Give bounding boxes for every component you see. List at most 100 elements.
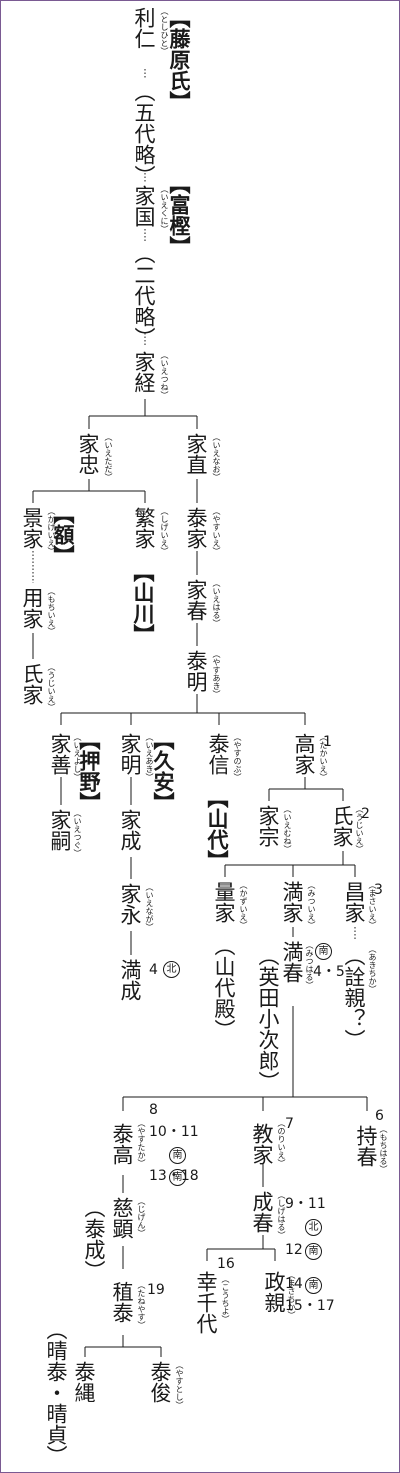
order-tadayasu: 19 — [147, 1282, 165, 1298]
person-mochiie: 用家 — [20, 587, 44, 629]
person-mitsunari: 満成 — [118, 959, 142, 1001]
person-iemune: 家宗 — [256, 805, 280, 847]
order-kochiyo: 16 — [217, 1256, 235, 1272]
person-kageie: 景家 — [20, 507, 44, 549]
north-court-mark: 北 — [305, 1219, 322, 1236]
person-ieharu: 家春 — [184, 579, 208, 621]
person-ietada: 家忠 — [76, 433, 100, 475]
reading-ieharu: （いえはる） — [212, 579, 221, 627]
reading-noriie: （のりいえ） — [277, 1119, 286, 1167]
person-ujiie-nuka: 氏家 — [20, 663, 44, 705]
reading-iemune: （いえむね） — [283, 805, 292, 853]
reading-toshihito: （としひと） — [160, 7, 169, 55]
order-yasutaka-1: 8 — [149, 1102, 158, 1118]
reading-mitsuharu: （みつはる） — [305, 941, 314, 989]
south-court-mark: 南 — [305, 1277, 322, 1294]
person-kochiyo: 幸千代 — [194, 1271, 218, 1334]
reading-takaie: （たかいえ） — [319, 733, 328, 781]
person-toshihito: 利仁 — [132, 7, 156, 49]
reading-shigeharu: （しげはる） — [277, 1191, 286, 1239]
person-yasuaki: 泰明 — [184, 650, 208, 692]
south-court-mark: 南 — [315, 943, 332, 960]
reading-ienaga: （いえなが） — [145, 883, 154, 931]
person-shigeharu: 成春 — [250, 1191, 274, 1233]
order-takaie: 1 — [323, 734, 332, 750]
person-iezune: 家経 — [132, 351, 156, 393]
person-tadayasu: 稙泰 — [110, 1281, 134, 1323]
south-court-mark: 南 — [305, 1243, 322, 1260]
clan-label-yamashiro: 【山代】 — [205, 787, 230, 871]
person-ienao: 家直 — [184, 433, 208, 475]
person-iezen: 家善 — [48, 733, 72, 775]
reading-iezune: （いえつね） — [160, 351, 169, 399]
reading-yasuie: （やすいえ） — [212, 507, 221, 555]
reading-ujiie: （うじいえ） — [355, 805, 364, 853]
person-iekuni: 家国 — [132, 185, 156, 227]
order-mochiharu: 6 — [375, 1108, 384, 1124]
reading-mochiie: （もちいえ） — [47, 587, 56, 635]
person-harusada: （晴泰・晴貞） — [44, 1319, 68, 1466]
south-court-mark: 南 — [169, 1169, 186, 1186]
clan-label-yamakawa: 【山川】 — [131, 561, 156, 645]
order-mitsunari: 4 — [149, 962, 158, 978]
person-yasuie: 泰家 — [184, 507, 208, 549]
person-yasunobu: 泰信 — [206, 733, 230, 775]
person-ienari: 家成 — [118, 809, 142, 851]
order-masachika-2: 15・17 — [285, 1298, 335, 1314]
clan-label-fujiwara: 【藤原氏】 — [167, 7, 192, 112]
reading-ietada: （いえただ） — [104, 433, 113, 481]
reading-mochiharu: （もちはる） — [379, 1125, 388, 1173]
clan-label-togashi: 【富樫】 — [167, 173, 192, 257]
person-yasunawa: 泰縄 — [72, 1361, 96, 1403]
north-court-mark: 北 — [163, 961, 180, 978]
person-masaie: 昌家 — [342, 881, 366, 923]
clan-label-oshino: 【押野】 — [77, 729, 102, 813]
reading-iezen: （いえよし） — [73, 733, 82, 781]
order-noriie: 7 — [285, 1116, 294, 1132]
person-shigeie: 繁家 — [132, 507, 156, 549]
order-yasutaka-2: 10・11 — [149, 1124, 199, 1140]
person-nidairyaku: （二代略） — [132, 243, 156, 348]
person-yasunari: （泰成） — [82, 1197, 106, 1281]
person-noriie: 教家 — [250, 1123, 274, 1165]
note-mitsuharu: （英田小次郎） — [256, 945, 280, 1092]
reading-kochiyo: （こうちよ） — [221, 1275, 230, 1323]
order-ujiie: 2 — [361, 806, 370, 822]
clan-label-nuka: 【額】 — [51, 503, 76, 566]
reading-masachika: （まさちか） — [287, 1271, 296, 1319]
order-shigeharu-2: 12 — [285, 1242, 303, 1258]
person-ujiie: 氏家 — [330, 805, 354, 847]
reading-shigeie: （しげいえ） — [160, 507, 169, 555]
reading-yasutaka: （やすたか） — [137, 1119, 146, 1167]
person-mitsuharu: 満春 — [280, 941, 304, 983]
order-masachika-1: 14 — [285, 1276, 303, 1292]
person-godairyaku: （五代略） — [132, 81, 156, 186]
reading-ietsugu: （いえつぐ） — [73, 809, 82, 857]
person-mochiharu: 持春 — [354, 1125, 378, 1167]
person-ietsugu: 家嗣 — [48, 809, 72, 851]
south-court-mark: 南 — [169, 1147, 186, 1164]
person-masachika: 政親 — [262, 1271, 286, 1313]
reading-ienao: （いえなお） — [212, 433, 221, 481]
reading-kazuie: （かずいえ） — [239, 881, 248, 929]
person-ienaga: 家永 — [118, 883, 142, 925]
person-ieaki: 家明 — [118, 733, 142, 775]
person-yasutaka: 泰高 — [110, 1123, 134, 1165]
reading-yasuaki: （やすあき） — [212, 650, 221, 698]
reading-masaie: （まさいえ） — [368, 881, 377, 929]
order-shigeharu-1: 9・11 — [285, 1196, 326, 1212]
reading-tadayasu: （たねやす） — [137, 1281, 146, 1329]
order-mitsuharu: 4・5 — [313, 964, 345, 980]
reading-yasunobu: （やすのぶ） — [233, 733, 242, 781]
reading-iekuni: （いえくに） — [160, 185, 169, 233]
person-kazuie: 量家 — [212, 881, 236, 923]
person-jigen: 慈顕 — [110, 1197, 134, 1239]
order-masaie: 3 — [374, 882, 383, 898]
reading-kageie: （かげいえ） — [47, 507, 56, 555]
person-mitsuie: 満家 — [280, 881, 304, 923]
reading-ieaki: （いえあき） — [145, 733, 154, 781]
clan-label-kuyasu: 【久安】 — [151, 729, 176, 813]
reading-yasutoshi: （やすとし） — [175, 1361, 184, 1409]
